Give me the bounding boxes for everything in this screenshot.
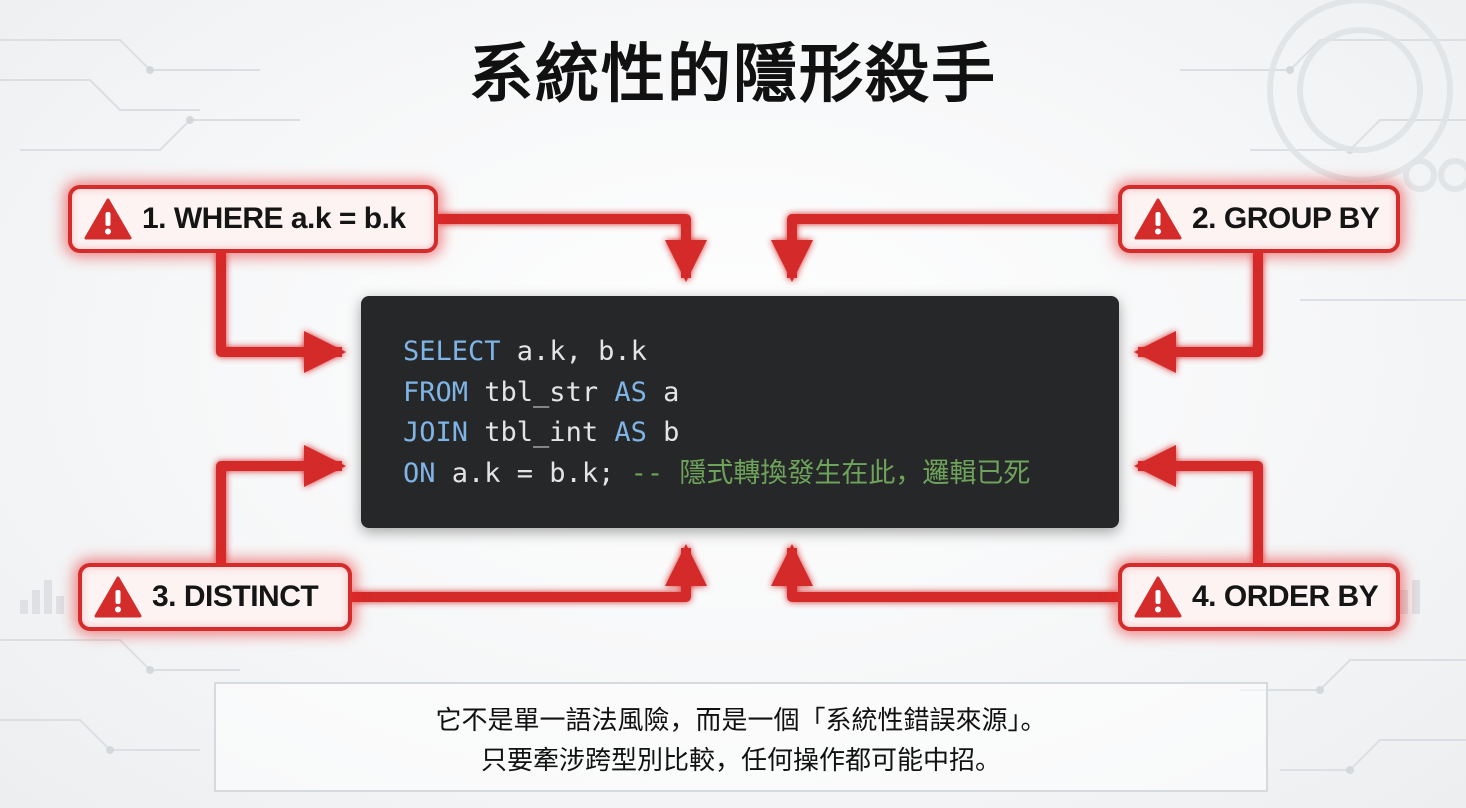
warning-triangle-icon: [84, 198, 132, 240]
arrow-4-to-code-bottom: [771, 543, 1118, 602]
code-keyword: ON: [403, 457, 436, 489]
code-keyword: JOIN: [403, 417, 469, 448]
arrow-1-to-code-top: [438, 214, 707, 283]
code-keyword: AS: [614, 417, 647, 448]
callout-label: 4. ORDER BY: [1192, 580, 1379, 613]
warning-triangle-icon: [1134, 198, 1182, 240]
code-text: b: [646, 417, 680, 448]
callout-distinct: 3. DISTINCT: [78, 563, 352, 631]
arrow-3-to-code-left: [216, 445, 347, 563]
warning-triangle-icon: [1134, 576, 1182, 618]
arrow-4-to-code-right: [1133, 444, 1263, 563]
callout-label: 2. GROUP BY: [1192, 202, 1380, 235]
arrow-2-to-code-top: [770, 214, 1118, 283]
arrow-2-to-code-right: [1133, 253, 1263, 373]
code-line-from: FROM tbl_str AS a: [403, 373, 1119, 414]
code-line-on: ON a.k = b.k; -- 隱式轉換發生在此，邏輯已死: [403, 454, 1119, 495]
sql-code-block: SELECT a.k, b.k FROM tbl_str AS a JOIN t…: [361, 296, 1119, 528]
code-text: a.k, b.k: [500, 336, 647, 367]
code-text: tbl_int: [468, 417, 615, 448]
callout-group-by: 2. GROUP BY: [1118, 185, 1400, 253]
callout-where: 1. WHERE a.k = b.k: [68, 185, 438, 253]
arrow-1-to-code-left: [216, 253, 347, 374]
caption-box: 它不是單一語法風險，而是一個「系統性錯誤來源」。 只要牽涉跨型別比較，任何操作都…: [214, 682, 1268, 792]
code-text: tbl_str: [468, 376, 615, 408]
caption-line-1: 它不是單一語法風險，而是一個「系統性錯誤來源」。: [435, 706, 1047, 736]
code-keyword: AS: [614, 376, 647, 408]
callout-label: 3. DISTINCT: [152, 580, 319, 613]
code-line-join: JOIN tbl_int AS b: [403, 413, 1119, 454]
code-line-select: SELECT a.k, b.k: [403, 332, 1119, 373]
code-text: a.k = b.k;: [435, 457, 631, 489]
code-comment: -- 隱式轉換發生在此，邏輯已死: [630, 457, 1031, 489]
arrow-3-to-code-bottom: [352, 543, 708, 602]
code-text: a: [646, 376, 680, 408]
page-title: 系統性的隱形殺手: [469, 38, 997, 112]
callout-label: 1. WHERE a.k = b.k: [142, 202, 406, 235]
warning-triangle-icon: [94, 576, 142, 618]
code-keyword: FROM: [403, 376, 469, 408]
callout-order-by: 4. ORDER BY: [1118, 563, 1400, 631]
code-keyword: SELECT: [403, 336, 501, 367]
caption-line-2: 只要牽涉跨型別比較，任何操作都可能中招。: [480, 746, 1001, 776]
